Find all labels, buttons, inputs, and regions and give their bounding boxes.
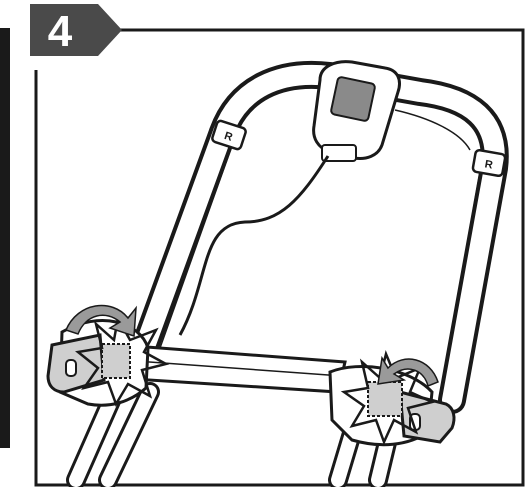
right-collar xyxy=(471,148,507,178)
right-clip-highlight xyxy=(367,381,403,417)
left-clip-highlight xyxy=(101,343,131,379)
right-side-marking: R xyxy=(484,158,494,171)
step-badge xyxy=(30,4,122,56)
left-side-marking: R xyxy=(223,130,234,144)
right-flash-highlight-icon xyxy=(340,350,436,446)
left-clip-knob xyxy=(65,359,77,377)
right-rotate-arrow-icon xyxy=(377,355,439,388)
control-cable xyxy=(178,155,330,336)
left-quick-release-clip xyxy=(46,319,150,407)
control-button xyxy=(330,76,376,122)
left-collar xyxy=(211,119,247,151)
left-rotate-arrow-icon xyxy=(64,304,137,338)
step-number: 4 xyxy=(47,7,73,56)
control-box-base xyxy=(321,144,357,162)
step-frame xyxy=(34,28,525,487)
control-box xyxy=(312,60,401,162)
left-flash-highlight-icon xyxy=(75,314,170,407)
previous-panel-edge xyxy=(0,28,10,448)
